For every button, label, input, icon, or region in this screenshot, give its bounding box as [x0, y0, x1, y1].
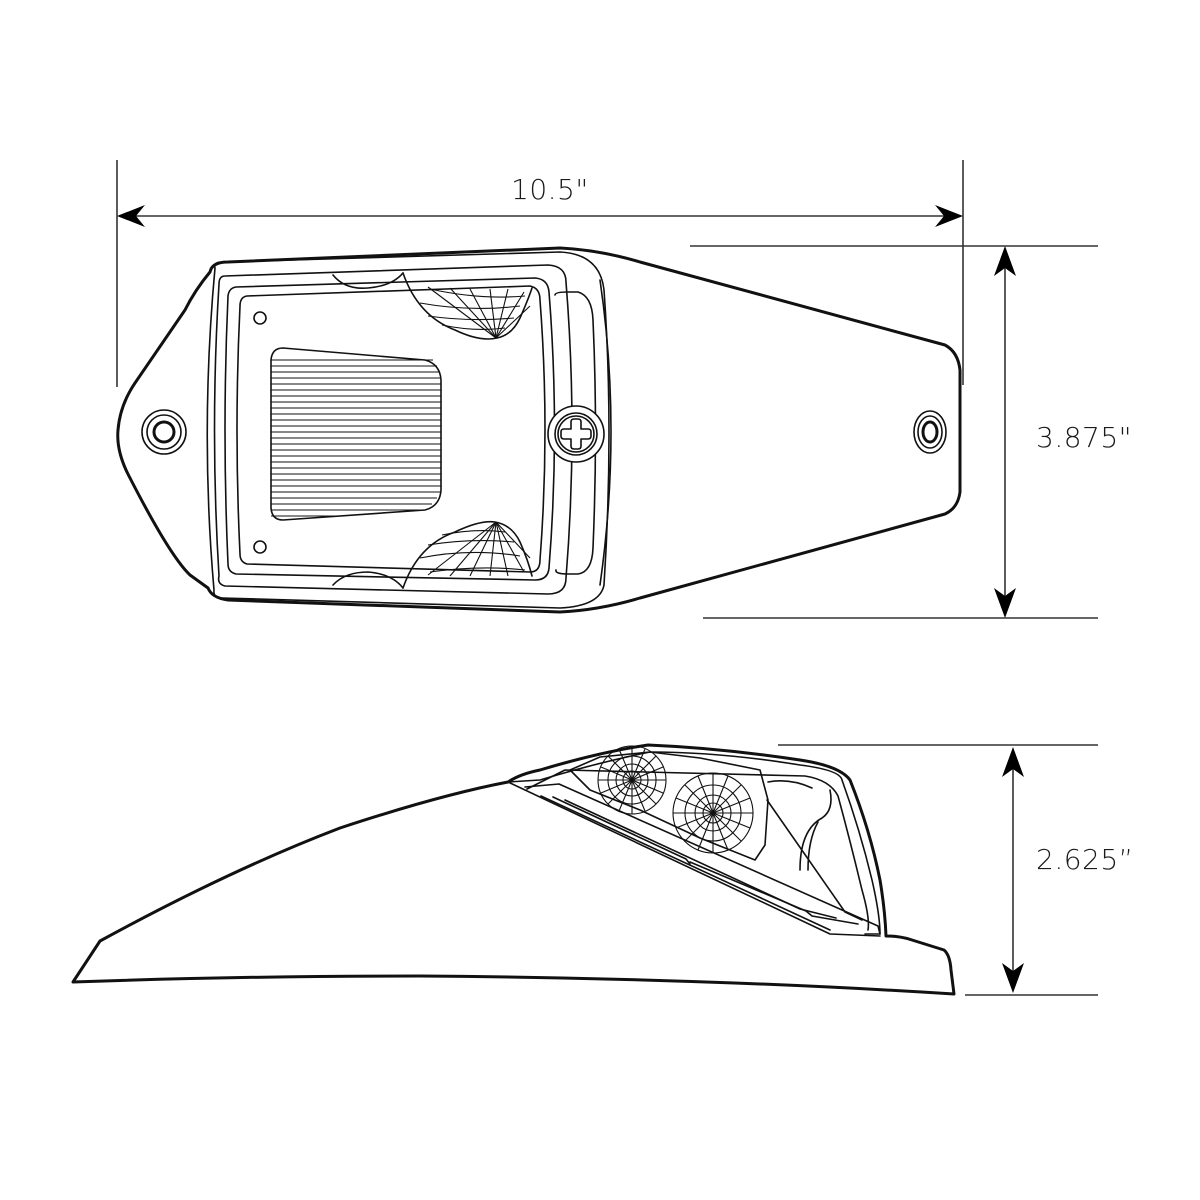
mounting-hole-right-icon: [913, 410, 947, 454]
fresnel-lens-bottom: [402, 520, 533, 589]
top-view: [116, 246, 962, 614]
arrow-down-icon: [994, 588, 1016, 618]
width-dimension-label: 10.5": [511, 173, 589, 206]
arrow-up-icon: [1002, 747, 1024, 777]
arrow-down-icon: [1002, 963, 1024, 993]
depth-dimension: [690, 245, 1098, 619]
arrow-up-icon: [994, 246, 1016, 276]
fresnel-lens-top: [402, 272, 533, 340]
locator-dot-icon: [253, 540, 267, 554]
arrow-right-icon: [935, 205, 963, 227]
side-view: [71, 743, 956, 996]
locator-dot-icon: [253, 311, 267, 325]
height-dimension-label: 2.625”: [1036, 843, 1134, 876]
width-dimension: [116, 160, 964, 387]
depth-dimension-label: 3.875": [1036, 421, 1133, 454]
reflector-ribs: [270, 347, 442, 521]
fresnel-lens-side-1: [597, 745, 667, 815]
height-dimension: [778, 744, 1098, 996]
mounting-hole-left-icon: [141, 409, 187, 455]
arrow-left-icon: [117, 205, 145, 227]
phillips-screw-icon: [547, 405, 605, 463]
fresnel-lens-side-2: [672, 772, 754, 854]
